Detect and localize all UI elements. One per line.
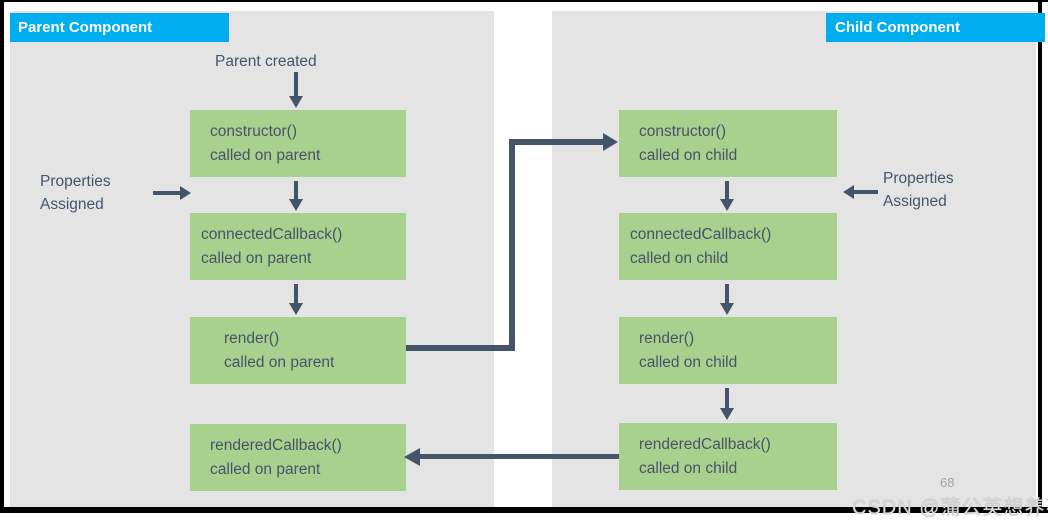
arrow-properties-parent (153, 191, 181, 195)
arrow-down-icon (720, 303, 734, 315)
arrow-down-icon (289, 96, 303, 108)
box-subtitle: called on parent (201, 250, 312, 267)
arrow-child-render-to-rendered (725, 388, 729, 409)
arrow-down-icon (720, 199, 734, 211)
page-number: 68 (940, 475, 955, 490)
box-title: render() (639, 330, 695, 347)
slide-border-left (0, 0, 4, 513)
box-title: renderedCallback() (210, 437, 342, 454)
arrow-created-to-constructor (294, 72, 298, 98)
box-subtitle: called on child (630, 250, 729, 267)
child-connectedcallback-box: connectedCallback() called on child (619, 213, 837, 280)
box-title: render() (224, 330, 280, 347)
child-render-box: render() called on child (619, 317, 837, 384)
child-properties-assigned-label: Properties Assigned (883, 170, 954, 210)
parent-properties-assigned-label: Properties Assigned (40, 173, 111, 213)
child-constructor-box: constructor() called on child (619, 110, 837, 177)
child-renderedcallback-box: renderedCallback() called on child (619, 423, 837, 490)
box-subtitle: called on child (639, 147, 738, 164)
arrow-left-icon (404, 448, 420, 466)
connector-child-rendered-to-parent (419, 454, 619, 459)
parent-render-box: render() called on parent (190, 317, 406, 384)
arrow-right-icon (603, 133, 618, 151)
arrow-down-icon (289, 303, 303, 315)
slide-border-bottom (0, 507, 1048, 513)
box-title: constructor() (210, 123, 297, 140)
arrow-parent-connected-to-render (294, 284, 298, 304)
parent-constructor-box: constructor() called on parent (190, 110, 406, 177)
box-title: connectedCallback() (201, 226, 343, 243)
box-title: constructor() (639, 123, 726, 140)
box-title: renderedCallback() (639, 436, 771, 453)
connector-render-to-child-seg3 (509, 139, 604, 145)
box-subtitle: called on parent (224, 354, 335, 371)
box-subtitle: called on child (639, 354, 738, 371)
connector-render-to-child-seg2 (509, 139, 515, 351)
arrow-left-icon (843, 185, 854, 199)
arrow-down-icon (720, 408, 734, 420)
csdn-watermark: CSDN @蒲公英想养花 (852, 497, 1048, 519)
parent-created-label: Parent created (215, 53, 317, 70)
box-subtitle: called on parent (210, 147, 321, 164)
arrow-parent-constructor-to-connected (294, 181, 298, 200)
slide-border-top (0, 0, 1048, 2)
box-subtitle: called on child (639, 460, 738, 477)
connector-render-to-child-seg1 (406, 345, 515, 351)
parent-renderedcallback-box: renderedCallback() called on parent (190, 424, 406, 491)
parent-connectedcallback-box: connectedCallback() called on parent (190, 213, 406, 280)
slide-border-right (1038, 0, 1042, 513)
arrow-properties-child (854, 190, 878, 194)
child-header: Child Component (826, 13, 1045, 42)
box-title: connectedCallback() (630, 226, 772, 243)
arrow-child-constructor-to-connected (725, 181, 729, 200)
parent-header: Parent Component (10, 13, 229, 42)
arrow-child-connected-to-render (725, 284, 729, 304)
arrow-down-icon (289, 199, 303, 211)
arrow-right-icon (180, 186, 191, 200)
box-subtitle: called on parent (210, 461, 321, 478)
